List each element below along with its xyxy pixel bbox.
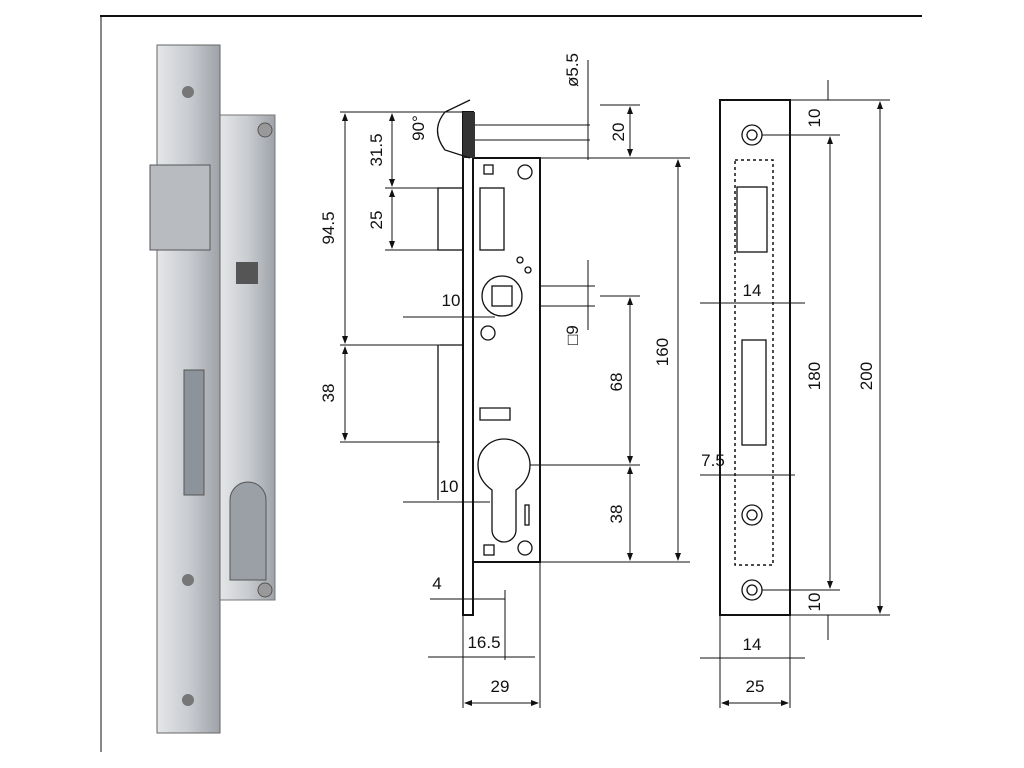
dim-angle-90: 90° [409,115,428,141]
strike-plate-drawing [719,99,791,616]
dimension-lines [340,60,890,708]
dim-16-5: 16.5 [467,633,500,652]
lock-photo [149,44,276,734]
strike-dim-10-top: 10 [805,109,824,128]
dim-38-right: 38 [607,505,626,524]
dim-10-lower: 10 [440,477,459,496]
dim-38-left: 38 [319,384,338,403]
dim-4: 4 [432,574,441,593]
dim-10-upper: 10 [442,291,461,310]
dim-31-5: 31.5 [367,133,386,166]
dim-68: 68 [607,373,626,392]
strike-dim-180: 180 [805,362,824,390]
dim-diameter-5-5: ø5.5 [563,53,582,87]
dim-square-9: □9 [563,325,582,345]
dim-29: 29 [491,677,510,696]
strike-dim-14-bottom: 14 [743,635,762,654]
strike-dim-200: 200 [857,362,876,390]
dim-94-5: 94.5 [319,211,338,244]
dim-160: 160 [653,338,672,366]
dim-20: 20 [609,123,628,142]
strike-dim-10-bottom: 10 [805,593,824,612]
dim-25-bolt: 25 [367,211,386,230]
strike-dim-7-5: 7.5 [701,451,725,470]
strike-dim-25: 25 [746,677,765,696]
lock-body-drawing [436,99,541,616]
strike-dim-14-top: 14 [743,281,762,300]
